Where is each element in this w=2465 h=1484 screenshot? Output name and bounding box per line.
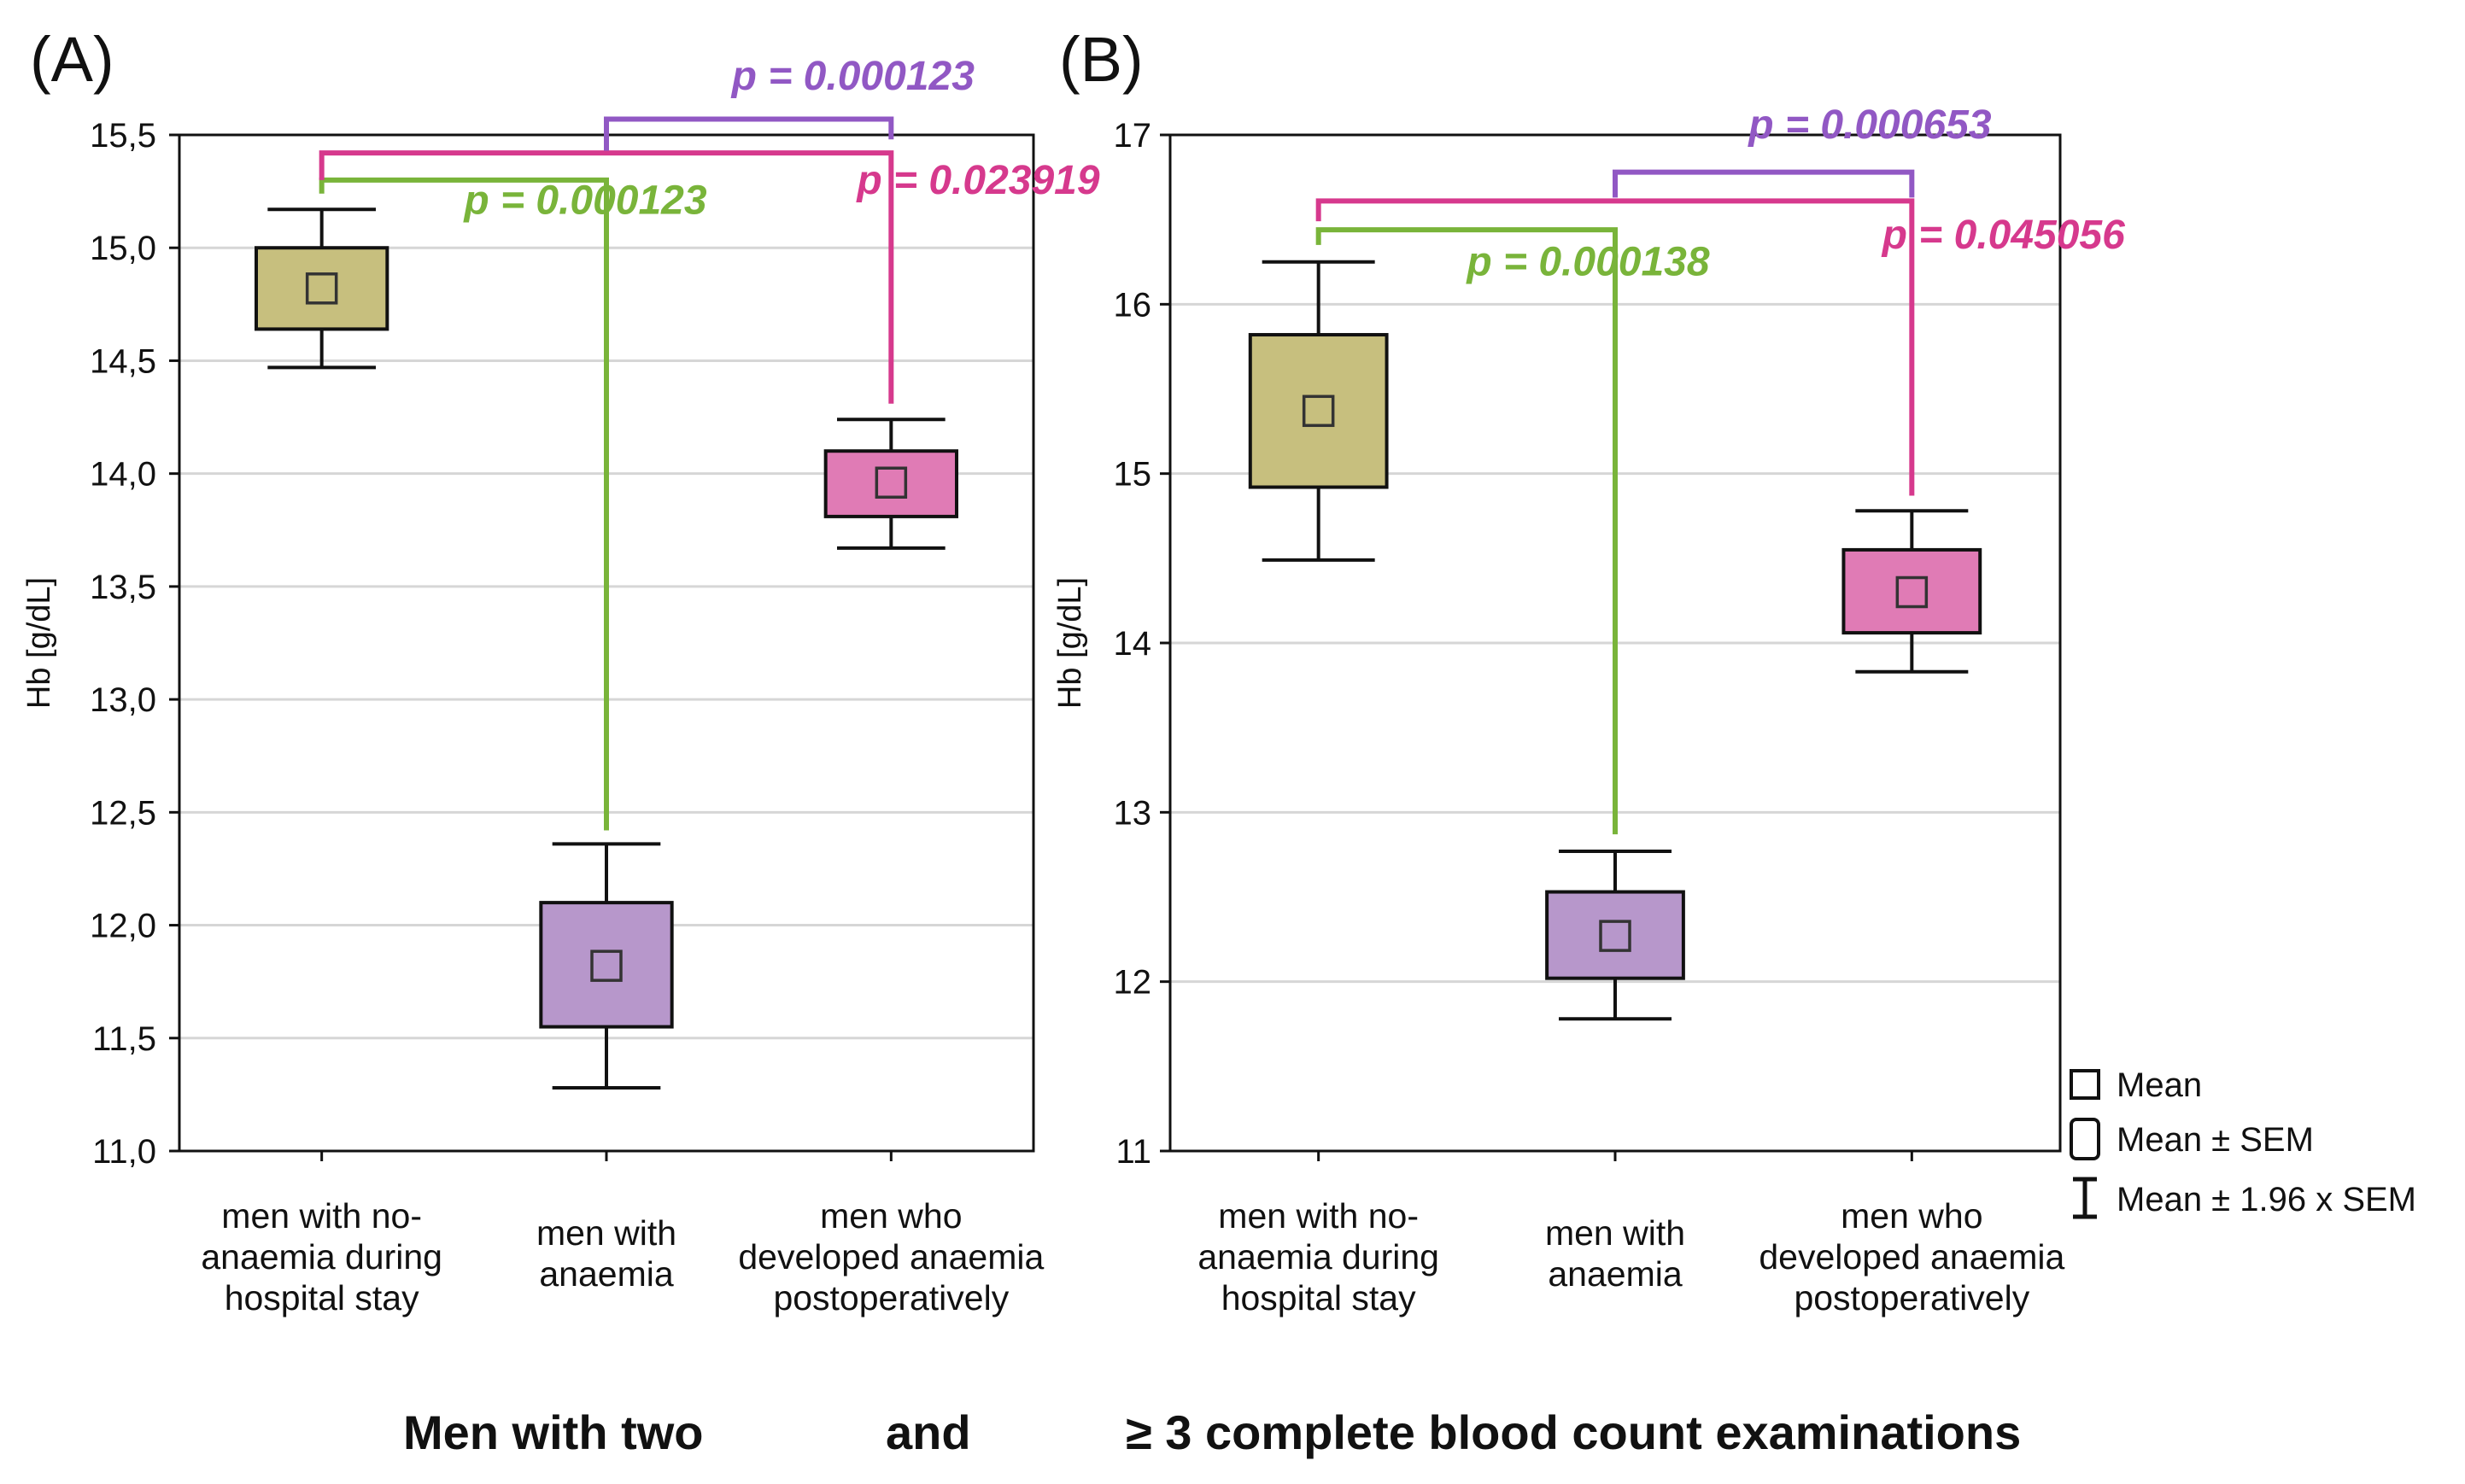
category-label: developed anaemia xyxy=(1759,1237,2064,1277)
y-axis-label: Hb [g/dL] xyxy=(21,577,57,709)
y-tick-label: 12 xyxy=(1114,964,1152,1002)
panel-label: (B) xyxy=(1059,24,1144,95)
category-label: anaemia during xyxy=(1197,1237,1439,1277)
sem-box xyxy=(823,449,959,518)
category-label: men with no- xyxy=(1218,1196,1419,1236)
p-value-label: p = 0.000653 xyxy=(1747,102,1992,148)
p-value-label: p = 0.045056 xyxy=(1881,213,2126,258)
legend-ci-label: Mean ± 1.96 x SEM xyxy=(2117,1181,2416,1218)
p-value-label: p = 0.000123 xyxy=(462,178,707,224)
sem-box xyxy=(1248,333,1389,489)
p-value-label: p = 0.000123 xyxy=(730,54,975,99)
mean-marker xyxy=(875,466,908,499)
category-label: men with no- xyxy=(221,1196,422,1236)
sem-box xyxy=(255,246,389,331)
y-tick-label: 17 xyxy=(1114,117,1152,155)
legend-mean-label: Mean xyxy=(2117,1066,2202,1104)
y-tick-label: 13 xyxy=(1114,794,1152,832)
caption-part-2: and xyxy=(886,1405,971,1459)
significance-bracket xyxy=(604,116,894,151)
mean-marker xyxy=(1302,394,1335,428)
y-tick-label: 13,5 xyxy=(90,569,156,606)
category-label: anaemia xyxy=(539,1254,673,1294)
mean-marker xyxy=(305,272,338,305)
legend-sem-icon xyxy=(2070,1118,2100,1160)
category-label: hospital stay xyxy=(1221,1278,1416,1317)
y-tick-label: 16 xyxy=(1114,286,1152,324)
category-label: men with xyxy=(536,1213,676,1253)
category-label: anaemia xyxy=(1548,1254,1682,1294)
p-value-label: p = 0.023919 xyxy=(855,158,1100,203)
y-tick-label: 14,0 xyxy=(90,456,156,494)
y-tick-label: 15 xyxy=(1114,456,1152,494)
y-tick-label: 11 xyxy=(1115,1133,1151,1171)
category-label: men with xyxy=(1545,1213,1685,1253)
category-label: men who xyxy=(820,1196,962,1236)
category-label: men who xyxy=(1841,1196,1982,1236)
y-axis-label: Hb [g/dL] xyxy=(1052,577,1088,709)
y-tick-label: 12,0 xyxy=(90,908,156,945)
sem-box xyxy=(539,901,674,1029)
legend-mean-icon xyxy=(2070,1069,2100,1100)
panel-a: (A) 11,0 11,5 12,0 12,5 13,0 13,5 14,0 14,5 15,0 1… xyxy=(21,24,1100,1317)
legend: Mean Mean ± SEM Mean ± 1.96 x SEM xyxy=(2070,1066,2416,1219)
significance-bracket xyxy=(319,177,609,831)
category-label: postoperatively xyxy=(1794,1278,2029,1317)
category-label: developed anaemia xyxy=(738,1237,1044,1277)
caption-part-1: Men with two xyxy=(403,1405,704,1459)
y-tick-label: 15,0 xyxy=(90,230,156,267)
y-tick-label: 13,0 xyxy=(90,681,156,719)
y-tick-label: 14 xyxy=(1114,625,1152,663)
significance-bracket xyxy=(1315,198,1915,496)
panel-b: (B) 11 12 13 14 15 16 17 Hb [g/dL] men with no-an… xyxy=(1052,24,2125,1317)
caption-part-3: ≥ 3 complete blood count examinations xyxy=(1126,1405,2021,1459)
sem-box xyxy=(1841,547,1982,635)
y-tick-label: 15,5 xyxy=(90,117,156,155)
y-tick-label: 14,5 xyxy=(90,342,156,380)
significance-bracket xyxy=(1613,169,1915,198)
significance-bracket xyxy=(319,150,894,404)
category-label: postoperatively xyxy=(773,1278,1009,1317)
y-tick-label: 11,0 xyxy=(92,1133,156,1171)
panel-label: (A) xyxy=(30,24,114,95)
category-label: hospital stay xyxy=(225,1278,419,1317)
y-tick-label: 11,5 xyxy=(92,1020,156,1058)
sem-box xyxy=(1545,890,1685,980)
p-value-label: p = 0.000138 xyxy=(1465,240,1710,285)
caption: Men with two and ≥ 3 complete blood coun… xyxy=(403,1405,2021,1459)
category-label: anaemia during xyxy=(201,1237,442,1277)
legend-ci-icon xyxy=(2073,1177,2097,1219)
y-tick-label: 12,5 xyxy=(90,794,156,832)
mean-marker xyxy=(1599,920,1631,952)
mean-marker xyxy=(590,949,623,982)
legend-sem-label: Mean ± SEM xyxy=(2117,1121,2314,1159)
mean-marker xyxy=(1895,575,1929,609)
significance-bracket xyxy=(1315,227,1618,835)
